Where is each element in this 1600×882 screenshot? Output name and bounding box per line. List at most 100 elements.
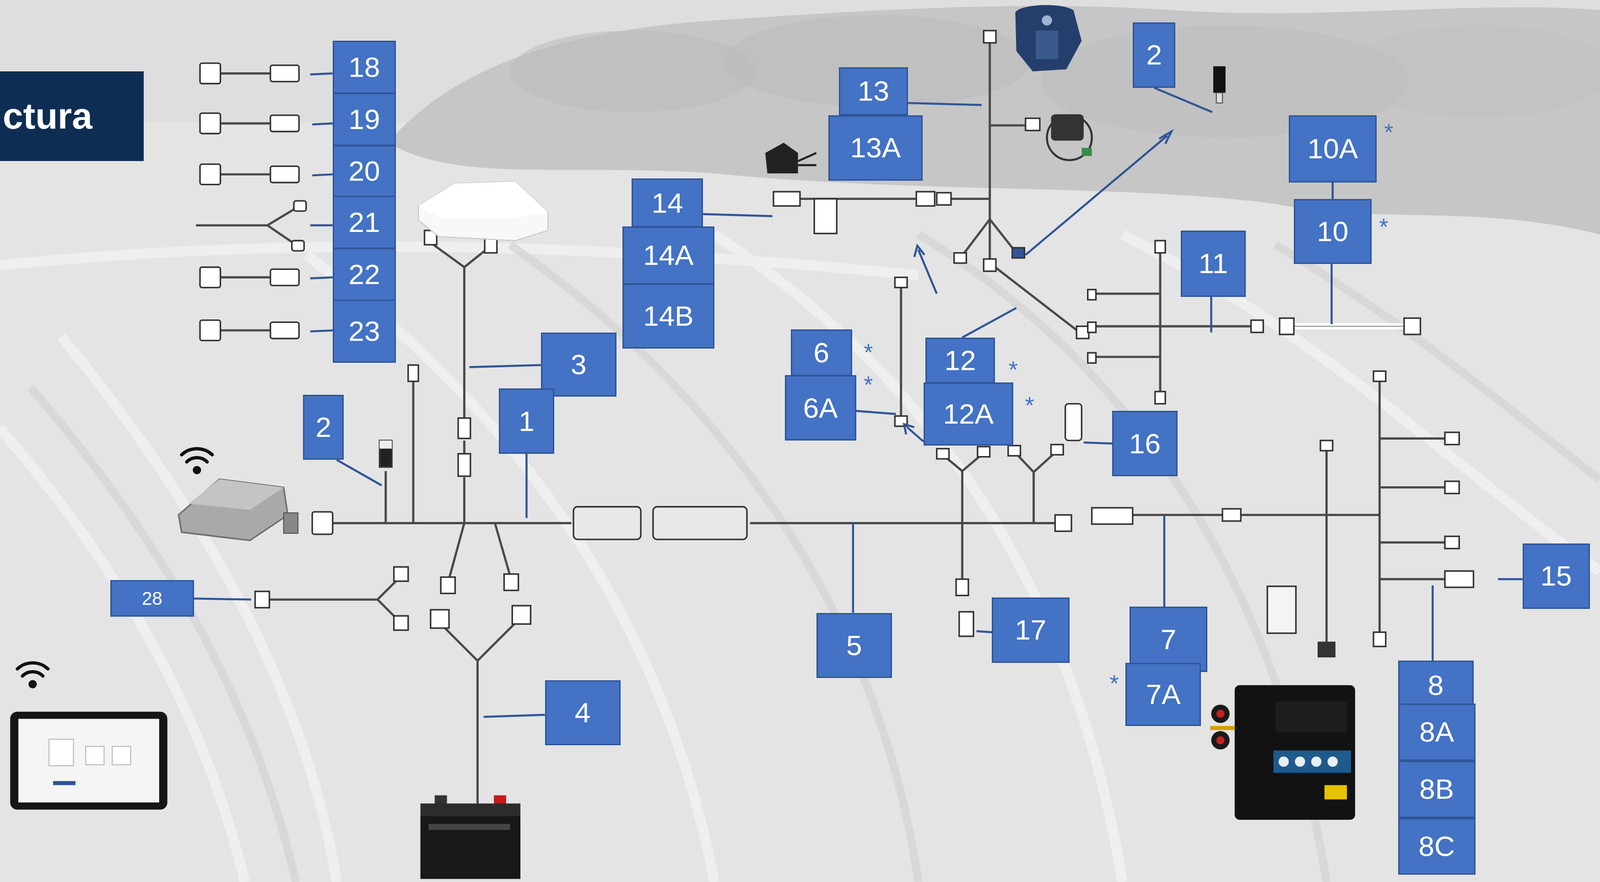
connector — [1155, 240, 1166, 254]
leader-line — [469, 365, 541, 368]
connector — [1404, 318, 1421, 335]
callout-number: 5 — [846, 631, 862, 660]
connector — [270, 269, 299, 286]
leader-line — [1210, 297, 1212, 333]
powerbox — [1278, 756, 1289, 768]
leader-line — [976, 631, 992, 633]
connector — [773, 191, 800, 206]
connector — [573, 507, 641, 540]
callout-number: 1 — [518, 407, 535, 436]
callout-box: 12 — [925, 337, 995, 384]
callout-number: 7A — [1145, 680, 1181, 709]
callout-box: 16 — [1112, 410, 1178, 477]
wiring-harness — [195, 73, 298, 331]
callout-number: 8A — [1419, 718, 1455, 747]
connector — [200, 164, 221, 185]
powerbox — [1216, 736, 1225, 745]
callout-box: 1 — [498, 388, 554, 455]
connector — [270, 322, 299, 339]
ecu-icon — [188, 479, 284, 511]
leader-line — [336, 459, 382, 486]
connector — [270, 65, 299, 82]
callout-box: 10A — [1288, 115, 1377, 183]
gps-antenna — [418, 181, 548, 241]
connector — [1250, 320, 1264, 333]
tablet-icon — [53, 781, 76, 786]
wifi-symbol — [181, 448, 213, 455]
actuator-pump — [1015, 5, 1082, 72]
callout-number: 2 — [1145, 40, 1162, 70]
connector — [954, 253, 967, 264]
callout-box: 21 — [332, 195, 396, 249]
callout-box: 23 — [332, 299, 396, 363]
connector — [293, 200, 307, 211]
white-cable — [1283, 325, 1419, 327]
callout-box: 6 — [790, 329, 853, 377]
callout-box: 17 — [991, 597, 1070, 664]
battery-icon — [420, 795, 521, 880]
callout-number: 28 — [141, 589, 163, 608]
wiring-harness — [1378, 379, 1381, 635]
connector — [814, 199, 837, 234]
connector — [270, 115, 299, 132]
callout-number: 18 — [348, 53, 380, 82]
wiring-harness — [440, 618, 521, 806]
leader-line — [856, 410, 897, 415]
leader-line — [1154, 87, 1213, 113]
callout-box: 8C — [1398, 818, 1476, 876]
connector — [1065, 404, 1082, 441]
connector — [1267, 586, 1296, 634]
tablet-icon — [85, 746, 104, 766]
leader-line — [310, 277, 333, 279]
callout-number: 14A — [643, 241, 694, 270]
leader-line — [907, 427, 924, 442]
title-band: ctura — [0, 71, 144, 162]
callout-number: 20 — [348, 156, 380, 186]
connector — [977, 446, 990, 457]
leader-line — [194, 598, 252, 600]
field-background — [306, 254, 715, 882]
white-cable — [1283, 323, 1419, 330]
wiring-harness — [943, 454, 983, 580]
callout-number: 17 — [1014, 616, 1047, 645]
callout-box: 28 — [110, 580, 195, 617]
leader-line — [1163, 516, 1166, 607]
sensor-icon — [379, 440, 392, 449]
leader-line — [852, 522, 855, 613]
callout-box: 14B — [622, 283, 715, 350]
connector — [254, 591, 270, 609]
callout-number: 2 — [315, 413, 332, 442]
connector — [394, 567, 409, 582]
callout-number: 13 — [857, 76, 890, 106]
wifi-symbol — [17, 448, 213, 687]
callout-box: 20 — [332, 145, 396, 199]
callout-box: 13 — [838, 67, 909, 116]
callout-number: 6 — [813, 338, 830, 368]
note-mark: * — [1008, 357, 1018, 382]
connector — [503, 574, 519, 591]
callout-box: 18 — [332, 40, 396, 94]
connector — [312, 512, 333, 535]
powerbox — [1211, 704, 1230, 724]
callout-number: 12 — [944, 346, 977, 375]
actuator-pump — [1015, 5, 1082, 72]
callout-number: 12A — [943, 400, 994, 429]
connector — [1279, 318, 1294, 335]
battery-icon — [420, 803, 521, 817]
connector — [394, 616, 409, 631]
connector — [1318, 642, 1336, 657]
connector — [1087, 289, 1097, 300]
wiring-harness — [1015, 451, 1056, 524]
powerbox — [1216, 709, 1225, 719]
wiring-harness — [1325, 446, 1328, 645]
field-background — [724, 15, 1031, 108]
leader-line — [312, 174, 333, 176]
callout-box: 19 — [332, 92, 396, 146]
leader-line — [483, 714, 546, 717]
sensor-icon — [765, 142, 798, 174]
callout-box: 13A — [828, 115, 923, 181]
leader-line — [312, 123, 333, 125]
powerbox — [1327, 756, 1338, 768]
